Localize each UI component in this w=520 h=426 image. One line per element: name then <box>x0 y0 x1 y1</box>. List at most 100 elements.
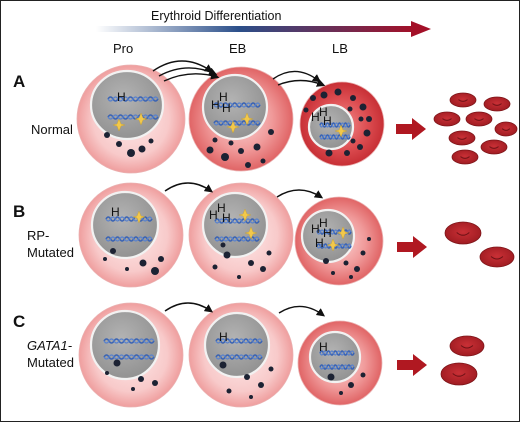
rbc-body <box>494 121 518 137</box>
granule <box>138 376 144 382</box>
granule <box>138 145 146 153</box>
transition-arrow <box>276 189 324 199</box>
granule <box>127 149 135 157</box>
transition-arrow <box>272 70 321 83</box>
granule <box>339 391 343 395</box>
granule <box>303 107 309 113</box>
granule <box>363 129 371 137</box>
nucleus-body <box>201 191 269 259</box>
acetylation-star-icon <box>226 120 240 134</box>
dna-strand <box>213 102 261 108</box>
granule <box>228 140 234 146</box>
granule <box>116 141 122 147</box>
acetylation-star-icon <box>240 112 254 126</box>
panel-letter-a: A <box>13 72 25 91</box>
red-blood-cell <box>433 111 461 127</box>
dna-strand <box>105 216 153 222</box>
histone-mark: H <box>111 205 120 219</box>
granule <box>103 257 107 261</box>
rbc-center <box>458 99 468 102</box>
dna-strand <box>215 354 263 360</box>
dna-strand <box>319 134 351 140</box>
histone-mark: H <box>211 98 220 112</box>
granule <box>105 371 109 375</box>
granule <box>131 387 135 391</box>
cell-a-eb: HHH <box>188 66 294 172</box>
cell-a-pro: H <box>76 64 186 174</box>
stage-label-eb: EB <box>229 41 246 56</box>
row-label-rp-line1: RP- <box>27 228 49 243</box>
histone-mark: H <box>217 201 226 215</box>
rbc-body <box>440 362 478 386</box>
dna-strand <box>319 122 351 128</box>
red-blood-cell <box>480 139 508 155</box>
rbc-center <box>452 373 466 377</box>
rbc-body <box>448 130 476 146</box>
granule <box>349 275 353 279</box>
rbc-center <box>474 118 484 121</box>
granule <box>359 103 367 111</box>
transition-arrow <box>163 71 220 82</box>
granule <box>249 395 253 399</box>
granule <box>320 91 328 99</box>
transition-arrow <box>278 305 326 317</box>
nucleus: H <box>203 311 271 379</box>
granule <box>344 150 350 156</box>
red-blood-cell <box>449 92 477 108</box>
acetylation-star-icon <box>112 118 126 132</box>
histone-mark: H <box>319 216 328 230</box>
granule <box>219 361 227 369</box>
granule <box>334 88 342 96</box>
cell-c-lb: H <box>297 320 383 406</box>
rbc-center <box>501 128 511 131</box>
histone-mark: H <box>222 211 231 225</box>
rbc-body <box>479 246 515 268</box>
red-blood-cell <box>449 335 485 357</box>
granule <box>366 116 372 122</box>
granule <box>253 143 261 151</box>
differentiation-arrow <box>96 21 431 37</box>
histone-mark: H <box>219 330 228 344</box>
red-blood-cell <box>448 130 476 146</box>
rbc-center <box>457 137 467 140</box>
granule <box>260 266 266 272</box>
stage-label-pro: Pro <box>113 41 133 56</box>
granule <box>268 366 274 372</box>
panel-letter-c: C <box>13 312 25 331</box>
dna-strand <box>103 338 155 344</box>
rbc-body <box>444 221 482 245</box>
nucleus-body <box>203 311 271 379</box>
granule <box>237 275 241 279</box>
granule <box>360 250 366 256</box>
rbc-body <box>483 96 511 112</box>
row-label-gata1-line1: GATA1- <box>27 338 73 353</box>
histone-mark: H <box>323 114 332 128</box>
granule <box>348 382 354 388</box>
nucleus-body <box>89 69 165 141</box>
histone-mark: H <box>117 90 126 104</box>
granule <box>125 267 129 271</box>
granule <box>350 138 356 144</box>
dna-strand <box>105 236 153 242</box>
granule <box>152 380 158 386</box>
red-blood-cell <box>465 111 493 127</box>
cell-c-eb: H <box>188 302 294 408</box>
acetylation-star-icon <box>326 238 340 252</box>
granule <box>110 248 116 254</box>
row-label-normal: Normal <box>31 122 73 137</box>
granule <box>350 95 356 101</box>
granule <box>331 271 335 275</box>
rbc-body <box>451 149 479 165</box>
nucleus: HHH <box>201 73 269 141</box>
red-blood-cell <box>483 96 511 112</box>
rbc-body <box>449 335 485 357</box>
histone-mark: H <box>209 208 218 222</box>
panel-letter-b: B <box>13 202 25 221</box>
granule <box>220 242 226 248</box>
